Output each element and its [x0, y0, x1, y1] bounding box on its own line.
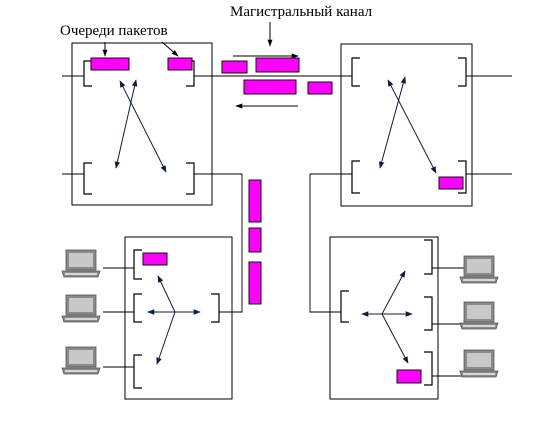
packet	[396, 369, 422, 384]
laptop-icon	[61, 294, 101, 323]
packet	[248, 261, 262, 305]
packets	[90, 57, 464, 384]
switch-bottom-left	[124, 236, 233, 400]
packet	[90, 57, 130, 71]
packet	[243, 79, 297, 95]
trunk-channel-label: Магистральный канал	[230, 4, 373, 20]
queue-pointer-right	[161, 41, 179, 57]
switch-top-left	[71, 42, 213, 206]
laptop-icon	[459, 349, 499, 378]
laptop-icon	[459, 301, 499, 330]
switch-top-right	[340, 43, 473, 207]
packet-queues-label: Очереди пакетов	[60, 23, 168, 39]
packet	[142, 252, 168, 266]
packet	[255, 57, 300, 73]
packet	[167, 57, 193, 71]
laptop-icon	[61, 249, 101, 278]
links	[62, 75, 512, 377]
packet	[438, 176, 464, 190]
packet	[307, 81, 333, 95]
switch-bottom-right	[329, 236, 439, 400]
packet	[248, 227, 262, 253]
laptop-icon	[61, 346, 101, 375]
packet	[248, 179, 262, 223]
laptop-icon	[459, 255, 499, 284]
packet	[221, 60, 248, 74]
